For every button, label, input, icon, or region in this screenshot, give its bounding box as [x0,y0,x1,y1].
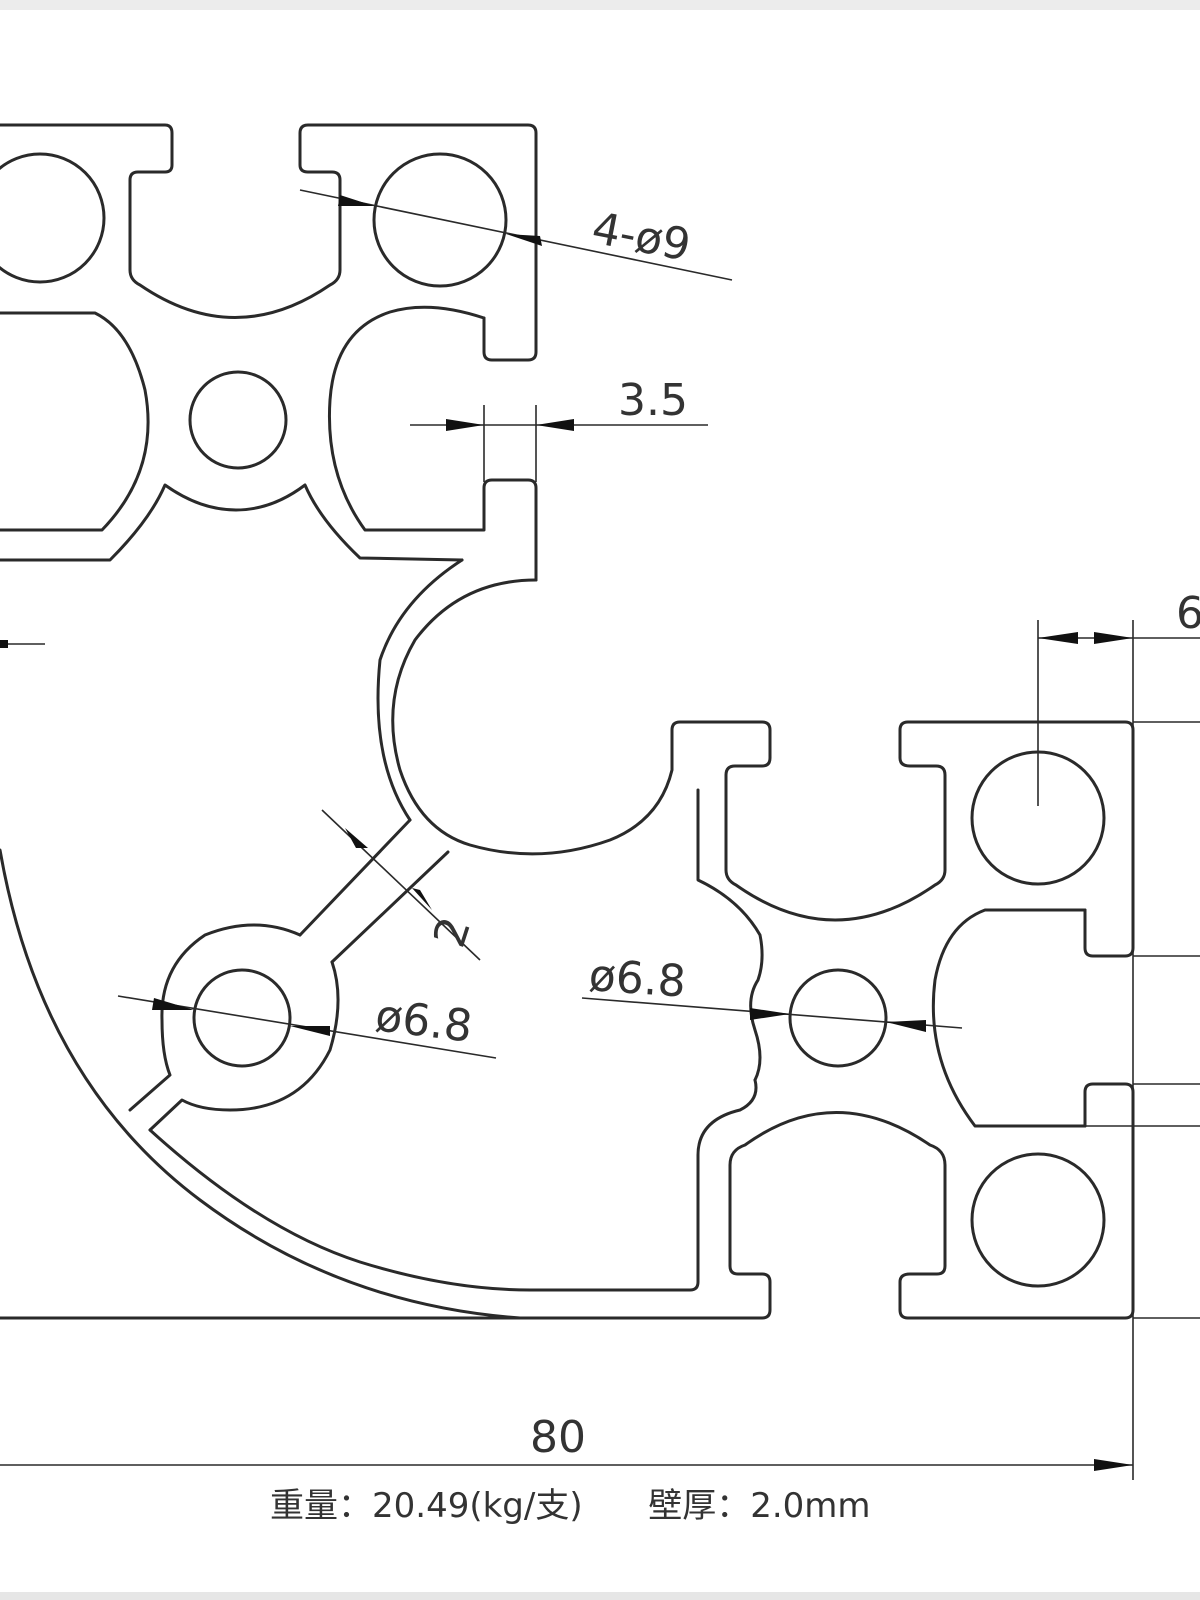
label-right-partial: 6 [1176,588,1200,639]
profile-outline [0,123,1135,1320]
arrow-4-d9-right [506,234,542,246]
hole-top-left [0,152,106,284]
profile-mid-cavity [327,305,538,582]
profile-center-slot [391,578,1135,958]
arrow-d6-8-right-b [886,1020,926,1032]
dimension-lines [0,189,1200,1480]
dim-line-wall-2 [321,809,481,961]
left-marker-tick [0,640,8,648]
profile-holes [0,152,1106,1288]
profile-diagonal-web-upper [298,818,412,937]
profile-center-slot-inner [376,558,464,822]
profile-right-boss [696,788,764,1082]
arrow-d6-8-left-b [290,1026,330,1036]
profile-inner-arc [148,1078,758,1292]
profile-left-boss-lower [148,960,340,1132]
wall-separator: ： [716,1486,751,1526]
bottom-edge-bar [0,1592,1200,1600]
arrow-3-5-right [536,419,574,431]
profile-left-boss [128,923,302,1112]
wall-label: 壁厚 [648,1486,717,1526]
arrow-wall-2-lower [412,888,432,910]
hole-lower-left [192,968,292,1068]
arrow-d6-8-right-a [750,1008,790,1020]
weight-value: 20.49(kg/支) [372,1486,583,1526]
profile-left-bridge [0,483,464,562]
label-d6-8-left: ø6.8 [373,990,475,1052]
arrow-right-6-right [1094,632,1133,644]
profile-outer-arc [0,848,522,1320]
arrow-80-right [1094,1459,1133,1471]
arrow-d6-8-left-a [152,998,194,1010]
weight-separator: ： [338,1486,372,1526]
arrow-3-5-left [446,419,484,431]
label-d6-8-right: ø6.8 [587,950,687,1008]
profile-right-cavity [931,908,1087,1128]
hole-right-lower [970,1152,1106,1288]
wall-value: 2.0mm [750,1486,871,1526]
profile-top-edge [0,123,538,362]
spec-line: 重量：20.49(kg/支) 壁厚：2.0mm [270,1478,871,1527]
hole-upper-center [188,370,288,470]
arrow-wall-2-upper [345,828,368,848]
top-edge-bar [0,0,1200,10]
label-wall-2: 2 [424,911,481,953]
hole-right-center [788,968,888,1068]
arrow-right-6-left [1038,632,1078,644]
label-3-5: 3.5 [618,375,688,426]
profile-diagonal-web-lower [330,850,450,964]
hole-top-right [372,152,508,288]
label-4-d9: 4-ø9 [588,203,695,272]
profile-bottom-edge [0,1082,1135,1320]
label-80: 80 [530,1412,586,1463]
profile-left-cavity [0,311,150,532]
weight-label: 重量 [270,1486,338,1526]
arrow-4-d9-left [338,195,374,206]
